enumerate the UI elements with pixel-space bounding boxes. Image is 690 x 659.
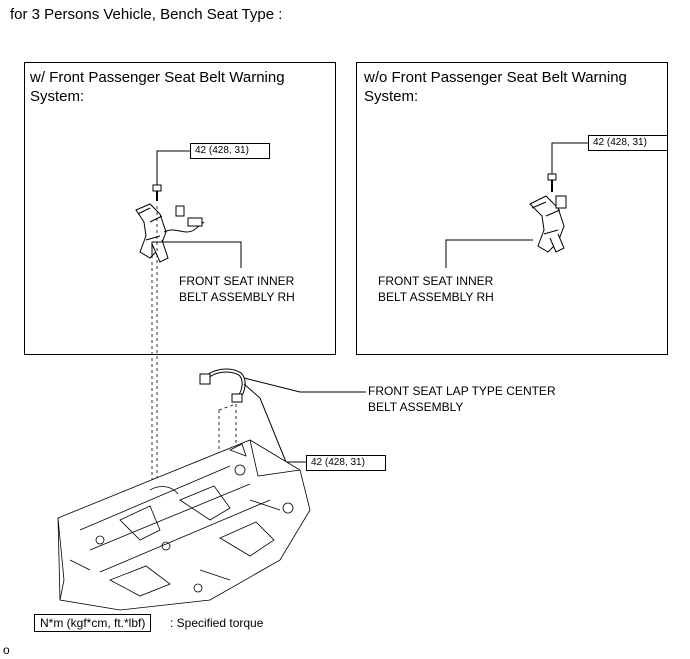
left-belt-harness [163,221,205,233]
right-torque-leader [551,142,588,174]
center-belt-illustration [199,368,366,463]
panel-left-title-line2: System: [30,88,85,105]
center-torque-leader [243,383,306,463]
left-belt-illustration [135,150,242,268]
panel-left-title-line1: w/ Front Passenger Seat Belt Warning [30,69,285,86]
legend-unit-box: N*m (kgf*cm, ft.*lbf) [34,614,152,632]
vehicle-floor-panel [57,439,311,611]
left-part-label-line2: BELT ASSEMBLY RH [179,290,295,304]
torque-callout-left: 42 (428, 31) [190,143,270,159]
torque-callout-center: 42 (428, 31) [306,455,386,471]
center-part-label-line2: BELT ASSEMBLY [368,400,464,414]
right-belt-illustration [445,142,588,268]
panel-right-title-line2: System: [364,88,419,105]
left-torque-leader [156,150,190,185]
right-bolt-head [547,173,557,181]
right-part-leader [445,239,533,268]
panel-right-title-line1: w/o Front Passenger Seat Belt Warning [364,69,627,86]
center-part-label-line1: FRONT SEAT LAP TYPE CENTER [368,384,556,398]
right-part-label-line1: FRONT SEAT INNER [378,274,494,288]
footer-mark: o [3,643,10,657]
diagram-title: for 3 Persons Vehicle, Bench Seat Type : [10,6,283,23]
right-part-label-line2: BELT ASSEMBLY RH [378,290,494,304]
left-bolt-head [152,184,162,192]
legend-description: : Specified torque [170,616,264,630]
left-part-leader [151,241,242,268]
left-part-label-line1: FRONT SEAT INNER [179,274,295,288]
center-part-leader [243,377,366,393]
torque-callout-right: 42 (428, 31) [588,135,668,151]
panel-without-warning-system [356,62,668,355]
